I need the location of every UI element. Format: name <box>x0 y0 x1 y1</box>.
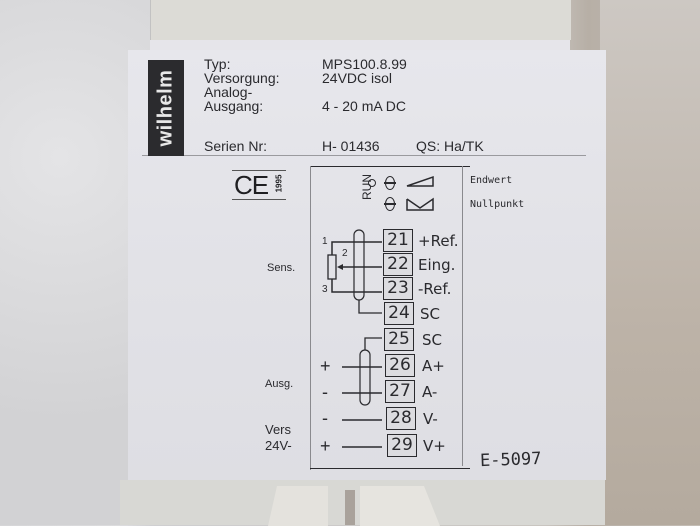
label-header <box>142 55 586 156</box>
vers-minus-sign: - <box>322 408 328 428</box>
terminal-24: 24 <box>384 302 414 325</box>
diagram-top-line <box>310 166 470 167</box>
terminal-25: 25 <box>384 328 414 351</box>
field-typ-value: MPS100.8.99 <box>322 56 407 72</box>
field-analog-label: Analog- <box>204 84 253 100</box>
nullpunkt-label: Nullpunkt <box>470 199 525 210</box>
logo-text: wilhelm <box>154 69 177 147</box>
serial-label: Serien Nr: <box>204 138 268 154</box>
field-ausgang-value: 4 - 20 mA DC <box>322 98 407 114</box>
ausg-label: Ausg. <box>265 378 294 390</box>
ausg-plus-sign: + <box>320 356 331 376</box>
diagram-left-line <box>310 166 311 470</box>
terminal-22-label: Eing. <box>418 256 456 274</box>
field-typ-label: Typ: <box>204 56 231 72</box>
run-led-icon <box>368 179 376 187</box>
field-versorgung-value: 24VDC isol <box>322 70 393 86</box>
terminal-27-label: A- <box>422 383 438 401</box>
terminal-27: 27 <box>385 380 415 403</box>
terminal-28-label: V- <box>423 410 438 428</box>
sensor-wiring-diagram <box>327 229 382 314</box>
terminal-23-label: -Ref. <box>418 280 452 298</box>
terminal-21-label: +Ref. <box>418 232 459 250</box>
nullpunkt-potentiometer-icon <box>384 197 396 211</box>
device-housing-top <box>150 0 571 40</box>
wilhelm-logo: wilhelm <box>148 60 184 156</box>
vers-voltage-label: 24V- <box>265 438 292 453</box>
vers-plus-sign: + <box>320 436 331 456</box>
diagram-bottom-line <box>310 468 470 469</box>
qs-value: QS: Ha/TK <box>416 138 484 154</box>
run-label: RUN <box>360 174 374 200</box>
endwert-ramp-icon <box>406 175 434 211</box>
terminal-24-label: SC <box>420 305 440 323</box>
housing-clip-left <box>268 486 328 526</box>
sens-label: Sens. <box>267 262 296 274</box>
endwert-label: Endwert <box>470 175 513 186</box>
device-housing-band <box>150 40 570 50</box>
ausg-minus-sign: - <box>322 382 328 402</box>
terminal-28: 28 <box>386 407 416 430</box>
terminal-23: 23 <box>383 277 413 300</box>
background-right <box>600 0 700 525</box>
output-wiring-diagram <box>342 337 382 448</box>
ce-year: 1995 <box>274 174 284 193</box>
ce-mark: CE 1995 <box>232 170 286 200</box>
pot-pin-3: 3 <box>322 284 328 295</box>
ce-icon: CE <box>234 170 269 200</box>
pot-pin-2: 2 <box>342 248 348 259</box>
housing-clip-right <box>360 486 440 526</box>
terminal-25-label: SC <box>422 331 442 349</box>
pot-pin-1: 1 <box>322 236 328 247</box>
terminal-21: 21 <box>383 229 413 252</box>
device-label <box>128 50 606 480</box>
terminal-26: 26 <box>385 354 415 377</box>
terminal-22: 22 <box>383 253 413 276</box>
code-label: E-5097 <box>479 448 542 472</box>
field-versorgung-label: Versorgung: <box>204 70 280 86</box>
device-housing-bottom <box>120 480 605 526</box>
field-ausgang-label: Ausgang: <box>204 98 264 114</box>
endwert-potentiometer-icon <box>384 176 396 190</box>
diagram-right-line <box>462 166 463 466</box>
terminal-26-label: A+ <box>422 357 445 375</box>
background-left <box>0 0 150 525</box>
terminal-29-label: V+ <box>423 437 446 455</box>
housing-gap <box>345 490 355 525</box>
terminal-29: 29 <box>387 434 417 457</box>
vers-label: Vers <box>265 422 292 437</box>
serial-value: H- 01436 <box>322 138 380 154</box>
